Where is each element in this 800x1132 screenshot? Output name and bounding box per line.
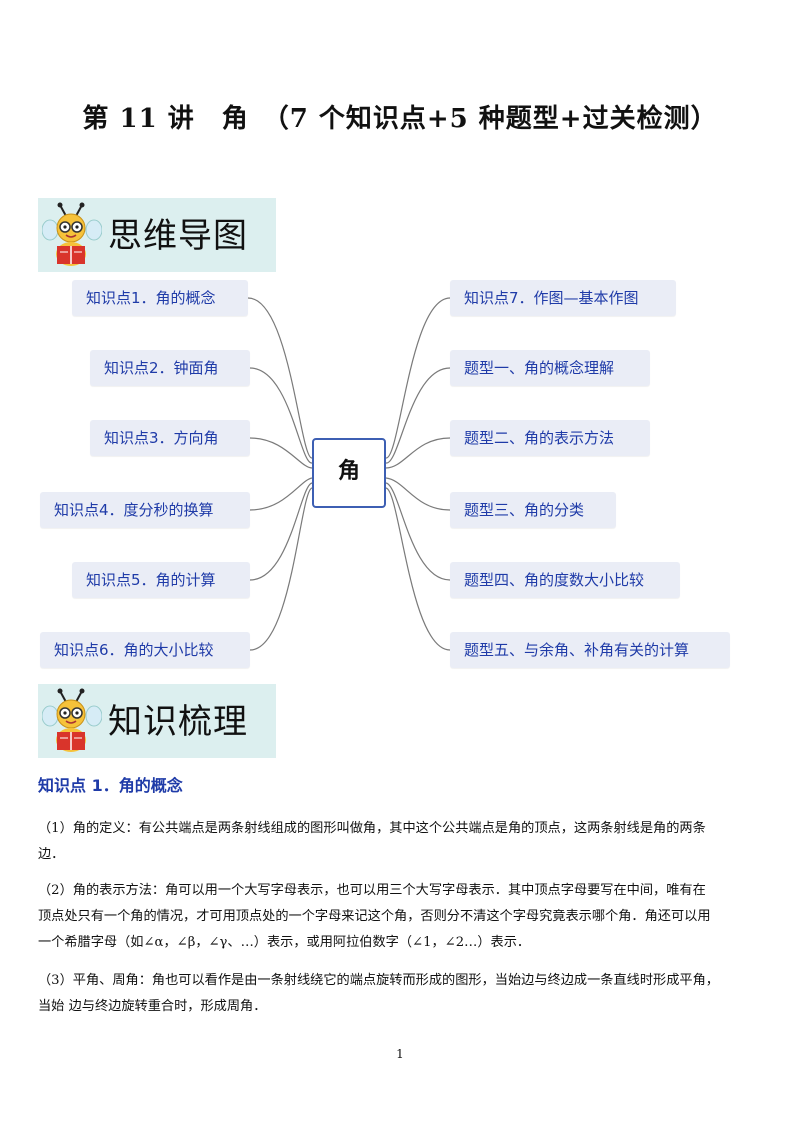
paragraph-line: 顶点处只有一个角的情况，才可用顶点处的一个字母来记这个角，否则分不清这个字母究竟… <box>38 909 711 924</box>
mindmap-node-right-4: 题型三、角的分类 <box>450 492 616 528</box>
paragraph-definition: （1）角的定义：有公共端点是两条射线组成的图形叫做角，其中这个公共端点是角的顶点… <box>38 816 768 868</box>
page-number: 1 <box>396 1047 404 1061</box>
paragraph-line: （1）角的定义：有公共端点是两条射线组成的图形叫做角，其中这个公共端点是角的顶点… <box>38 821 706 836</box>
section-heading: 知识点 1．角的概念 <box>38 776 183 795</box>
paragraph-line: （2）角的表示方法：角可以用一个大写字母表示，也可以用三个大写字母表示．其中顶点… <box>38 883 706 898</box>
mindmap-node-right-5: 题型四、角的度数大小比较 <box>450 562 680 598</box>
page-title: 第 11 讲 角 （7 个知识点+5 种题型+过关检测） <box>82 104 718 134</box>
knowledge-banner: 知识梳理 <box>38 684 276 758</box>
mindmap-node-right-1: 知识点7．作图—基本作图 <box>450 280 676 316</box>
paragraph-line: 当始 边与终边旋转重合时，形成周角． <box>38 999 267 1014</box>
mindmap-node-left-6: 知识点6．角的大小比较 <box>40 632 250 668</box>
mindmap-node-right-6: 题型五、与余角、补角有关的计算 <box>450 632 730 668</box>
paragraph-line: （3）平角、周角：角也可以看作是由一条射线绕它的端点旋转而形成的图形，当始边与终… <box>38 973 719 988</box>
mindmap-banner-title: 思维导图 <box>108 216 248 256</box>
mindmap-node-right-3: 题型二、角的表示方法 <box>450 420 650 456</box>
mindmap-node-right-2: 题型一、角的概念理解 <box>450 350 650 386</box>
paragraph-line: 一个希腊字母（如∠α，∠β，∠γ、…）表示，或用阿拉伯数字（∠1，∠2…）表示． <box>38 935 531 950</box>
paragraph-line: 边． <box>38 847 65 862</box>
paragraph-notation: （2）角的表示方法：角可以用一个大写字母表示，也可以用三个大写字母表示．其中顶点… <box>38 878 768 956</box>
bee-reading-icon <box>42 202 102 266</box>
mindmap-node-left-5: 知识点5．角的计算 <box>72 562 250 598</box>
mindmap: 知识点1．角的概念 知识点2．钟面角 知识点3．方向角 知识点4．度分秒的换算 … <box>0 270 800 680</box>
knowledge-banner-title: 知识梳理 <box>108 702 248 742</box>
mindmap-connectors <box>247 297 451 651</box>
bee-reading-icon <box>42 688 102 752</box>
mindmap-node-left-1: 知识点1．角的概念 <box>72 280 248 316</box>
mindmap-center-node: 角 <box>312 438 386 508</box>
mindmap-node-left-2: 知识点2．钟面角 <box>90 350 250 386</box>
mindmap-node-left-3: 知识点3．方向角 <box>90 420 250 456</box>
paragraph-straight-full-angle: （3）平角、周角：角也可以看作是由一条射线绕它的端点旋转而形成的图形，当始边与终… <box>38 968 768 1020</box>
mindmap-banner: 思维导图 <box>38 198 276 272</box>
mindmap-node-left-4: 知识点4．度分秒的换算 <box>40 492 250 528</box>
